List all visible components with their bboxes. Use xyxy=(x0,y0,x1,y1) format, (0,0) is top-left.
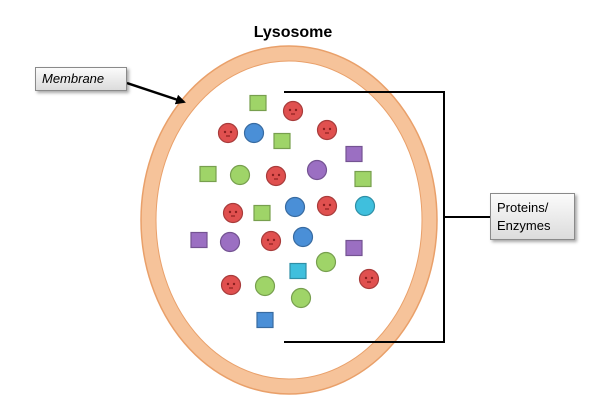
protein-square-icon xyxy=(289,262,307,280)
protein-square-icon xyxy=(190,231,208,249)
protein-square-icon xyxy=(253,204,271,222)
enzyme-face-icon xyxy=(316,195,338,217)
protein-square-icon xyxy=(199,165,217,183)
enzyme-face-icon xyxy=(358,268,380,290)
enzyme-face-icon xyxy=(220,274,242,296)
enzyme-face-icon xyxy=(282,100,304,122)
proteins-label-line-2: Enzymes xyxy=(497,218,551,233)
protein-square-icon xyxy=(345,239,363,257)
membrane-pointer-arrow xyxy=(126,81,186,105)
proteins-enzymes-group xyxy=(190,94,380,329)
proteins-label-line-1: Proteins/ xyxy=(497,200,549,215)
protein-circle-icon xyxy=(254,275,276,297)
proteins-enzymes-label: Proteins/ Enzymes xyxy=(490,193,575,240)
enzyme-face-icon xyxy=(222,202,244,224)
protein-circle-icon xyxy=(292,226,314,248)
protein-circle-icon xyxy=(306,159,328,181)
protein-circle-icon xyxy=(219,231,241,253)
protein-square-icon xyxy=(354,170,372,188)
enzyme-face-icon xyxy=(217,122,239,144)
protein-square-icon xyxy=(256,311,274,329)
enzyme-face-icon xyxy=(316,119,338,141)
diagram-title: Lysosome xyxy=(253,24,333,41)
membrane-label: Membrane xyxy=(35,67,127,91)
enzyme-face-icon xyxy=(265,165,287,187)
protein-circle-icon xyxy=(354,195,376,217)
protein-circle-icon xyxy=(229,164,251,186)
protein-circle-icon xyxy=(315,251,337,273)
enzyme-face-icon xyxy=(260,230,282,252)
protein-circle-icon xyxy=(243,122,265,144)
protein-circle-icon xyxy=(290,287,312,309)
protein-square-icon xyxy=(273,132,291,150)
protein-square-icon xyxy=(249,94,267,112)
protein-square-icon xyxy=(345,145,363,163)
protein-circle-icon xyxy=(284,196,306,218)
